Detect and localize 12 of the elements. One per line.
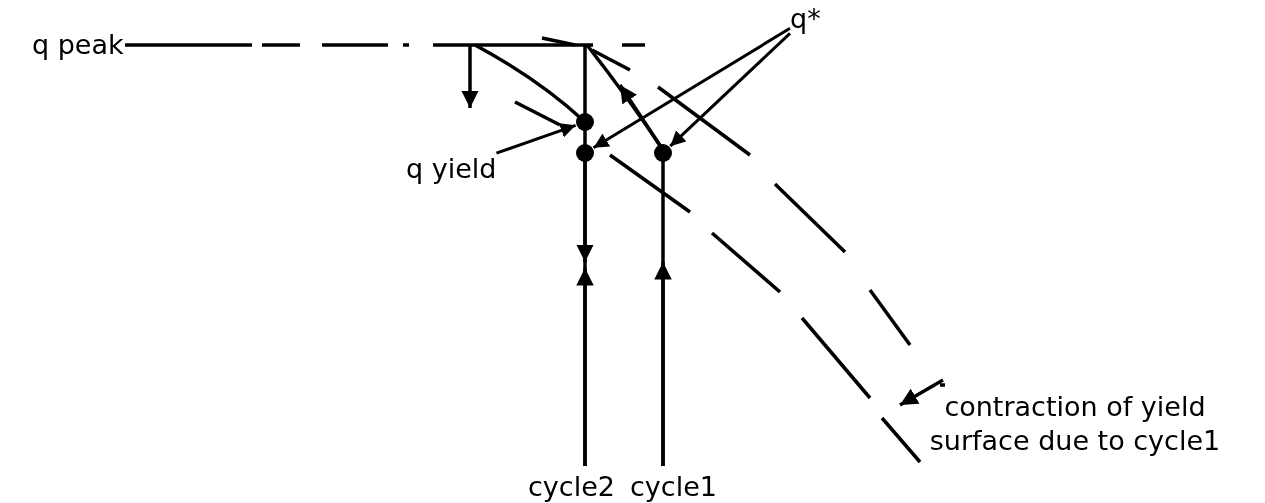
leader-arrow	[592, 27, 791, 150]
point-label: q yield	[406, 152, 497, 186]
yield-point-dot	[576, 113, 594, 131]
leader-arrow	[495, 123, 577, 155]
symbol-label: q*	[790, 2, 821, 36]
axis-level-label: q peak	[32, 28, 124, 62]
path-label: cycle2	[528, 470, 615, 503]
leader-arrow	[669, 32, 792, 148]
note-text: contraction of yield surface due to cycle1	[928, 390, 1222, 458]
path-label: cycle1	[630, 470, 717, 503]
yield-point-dot	[654, 144, 672, 162]
yield-point-dot	[576, 144, 594, 162]
